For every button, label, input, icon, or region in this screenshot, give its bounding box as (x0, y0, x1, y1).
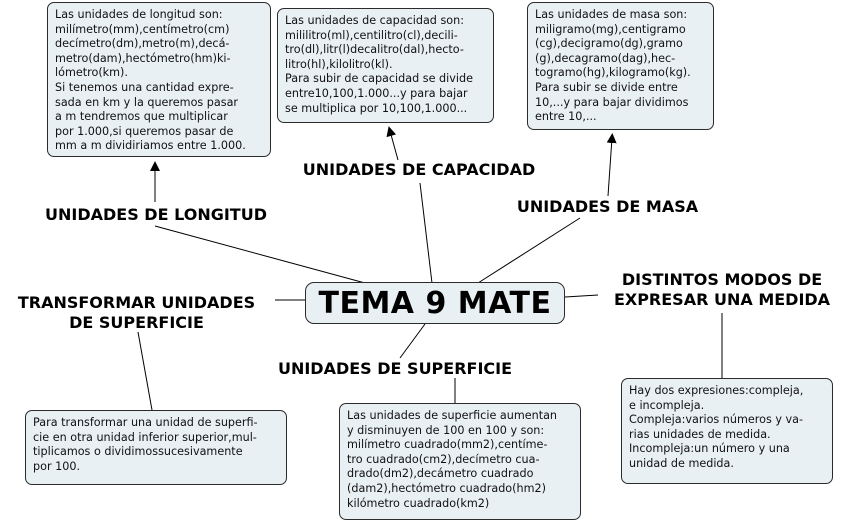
note-masa: Las unidades de masa son: miligramo(mg),… (527, 2, 714, 130)
topic-unidades-de-masa[interactable]: UNIDADES DE MASA (516, 197, 699, 216)
note-transformar-superficie: Para transformar una unidad de superfi- … (25, 410, 287, 485)
note-capacidad: Las unidades de capacidad son: mililitro… (277, 8, 494, 123)
topic-unidades-de-capacidad[interactable]: UNIDADES DE CAPACIDAD (302, 160, 536, 179)
note-superficie: Las unidades de superficie aumentan y di… (339, 403, 581, 520)
topic-unidades-de-superficie[interactable]: UNIDADES DE SUPERFICIE (277, 359, 513, 378)
central-topic[interactable]: TEMA 9 MATE (305, 282, 565, 324)
note-longitud: Las unidades de longitud son: milímetro(… (47, 2, 271, 157)
topic-transformar-unidades-de-superficie[interactable]: TRANSFORMAR UNIDADES DE SUPERFICIE (17, 293, 256, 332)
topic-unidades-de-longitud[interactable]: UNIDADES DE LONGITUD (45, 205, 267, 224)
note-distintos-modos: Hay dos expresiones:compleja, e incomple… (621, 378, 833, 484)
topic-distintos-modos-de-expresar-una-medida[interactable]: DISTINTOS MODOS DE EXPRESAR UNA MEDIDA (613, 270, 831, 309)
